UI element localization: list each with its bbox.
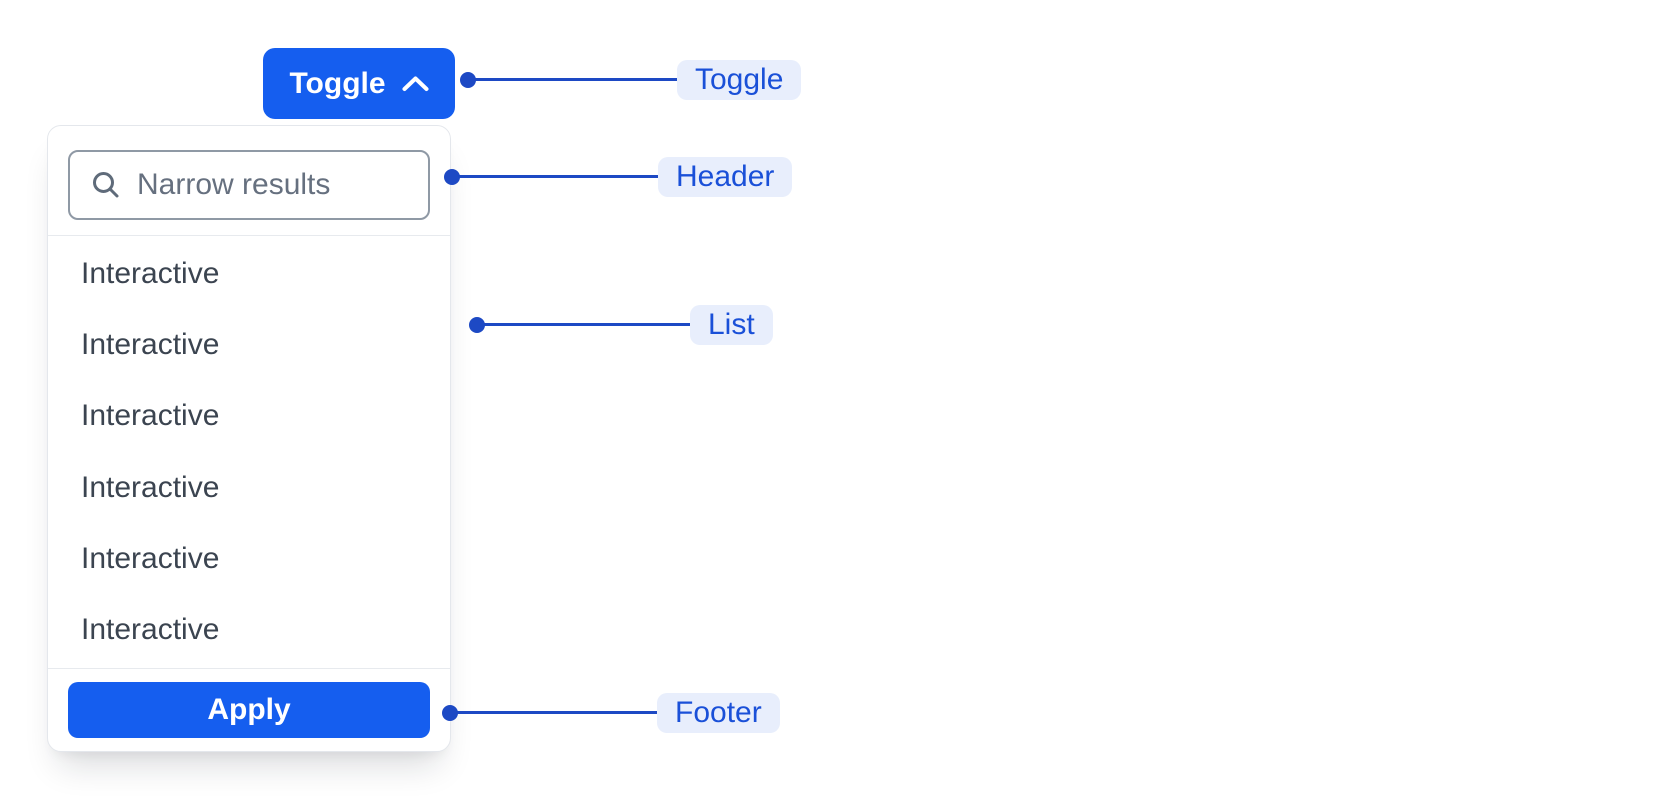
dropdown-panel: Interactive Interactive Interactive Inte… xyxy=(47,125,451,752)
annotation-dot-toggle xyxy=(460,72,476,88)
toggle-button[interactable]: Toggle xyxy=(263,48,455,119)
annotation-label-footer: Footer xyxy=(657,693,780,733)
list-item[interactable]: Interactive xyxy=(81,256,220,290)
search-box[interactable] xyxy=(68,150,430,220)
list-item[interactable]: Interactive xyxy=(81,541,220,575)
chevron-up-icon xyxy=(402,75,429,92)
dropdown-list: Interactive Interactive Interactive Inte… xyxy=(48,235,450,669)
list-item[interactable]: Interactive xyxy=(81,613,220,647)
toggle-button-label: Toggle xyxy=(289,66,386,100)
list-item[interactable]: Interactive xyxy=(81,470,220,504)
annotation-label-toggle: Toggle xyxy=(677,60,802,100)
annotation-label-list: List xyxy=(690,305,773,345)
annotation-line-header xyxy=(452,175,658,178)
annotation-dot-footer xyxy=(442,705,458,721)
annotation-label-header: Header xyxy=(658,157,793,197)
annotation-dot-list xyxy=(469,317,485,333)
list-item[interactable]: Interactive xyxy=(81,399,220,433)
list-item[interactable]: Interactive xyxy=(81,327,220,361)
search-icon xyxy=(90,169,122,201)
dropdown-footer: Apply xyxy=(48,669,450,751)
apply-button[interactable]: Apply xyxy=(68,682,430,738)
dropdown-header xyxy=(48,126,450,235)
annotation-line-footer xyxy=(450,711,657,714)
annotation-dot-header xyxy=(444,169,460,185)
annotation-line-toggle xyxy=(468,78,677,81)
search-input[interactable] xyxy=(137,168,408,202)
annotation-line-list xyxy=(477,323,690,326)
